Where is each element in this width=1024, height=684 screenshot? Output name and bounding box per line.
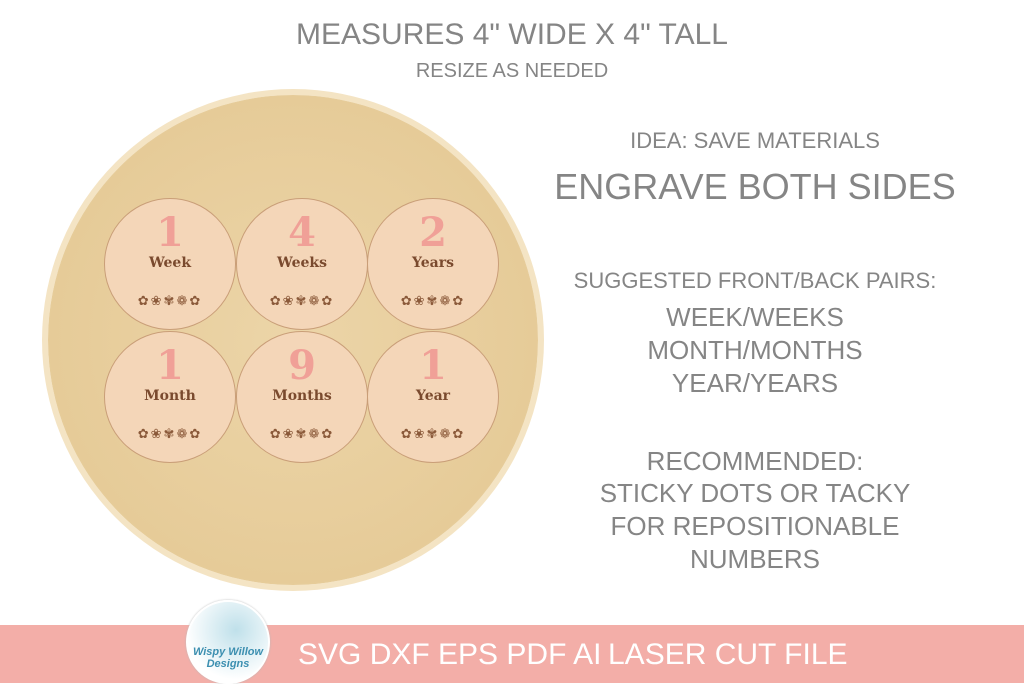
flower-engraving-icon: ✿❀✾❁✿: [269, 293, 335, 308]
file-type: LASER CUT FILE: [608, 638, 848, 671]
disc-word: Week: [148, 255, 192, 271]
disc-number: 2: [419, 209, 447, 256]
flower-engraving-icon: ✿❀✾❁✿: [137, 293, 203, 308]
pair-item: YEAR/YEARS: [671, 368, 839, 398]
disc-number: 4: [288, 209, 316, 256]
disc-number: 1: [156, 209, 184, 256]
pair-item: MONTH/MONTHS: [647, 335, 863, 365]
format-banner: [0, 625, 1024, 683]
flower-engraving-icon: ✿❀✾❁✿: [269, 426, 335, 441]
idea-main: ENGRAVE BOTH SIDES: [554, 166, 956, 207]
recommended-line: NUMBERS: [689, 544, 821, 574]
recommended-line: FOR REPOSITIONABLE: [610, 511, 900, 541]
file-formats: SVG DXF EPS PDF AI: [298, 638, 602, 671]
logo-text: Designs: [206, 658, 250, 670]
recommended-line: STICKY DOTS OR TACKY: [599, 478, 911, 508]
disc-word: Months: [272, 388, 332, 404]
disc-number: 9: [288, 342, 316, 389]
disc-word: Year: [415, 388, 451, 404]
title: MEASURES 4" WIDE X 4" TALL: [296, 18, 728, 51]
disc-word: Month: [144, 388, 196, 404]
disc-number: 1: [156, 342, 184, 389]
disc-word: Years: [411, 255, 454, 271]
tree-icon: [188, 602, 268, 646]
pairs-heading: SUGGESTED FRONT/BACK PAIRS:: [573, 268, 937, 293]
idea-label: IDEA: SAVE MATERIALS: [630, 128, 880, 153]
flower-engraving-icon: ✿❀✾❁✿: [137, 426, 203, 441]
recommended-heading: RECOMMENDED:: [646, 446, 864, 476]
pair-item: WEEK/WEEKS: [666, 302, 844, 332]
flower-engraving-icon: ✿❀✾❁✿: [400, 426, 466, 441]
disc-word: Weeks: [277, 255, 327, 271]
subtitle: RESIZE AS NEEDED: [415, 60, 609, 82]
flower-engraving-icon: ✿❀✾❁✿: [400, 293, 466, 308]
logo-text: Wispy Willow: [192, 646, 264, 658]
disc-number: 1: [419, 342, 447, 389]
